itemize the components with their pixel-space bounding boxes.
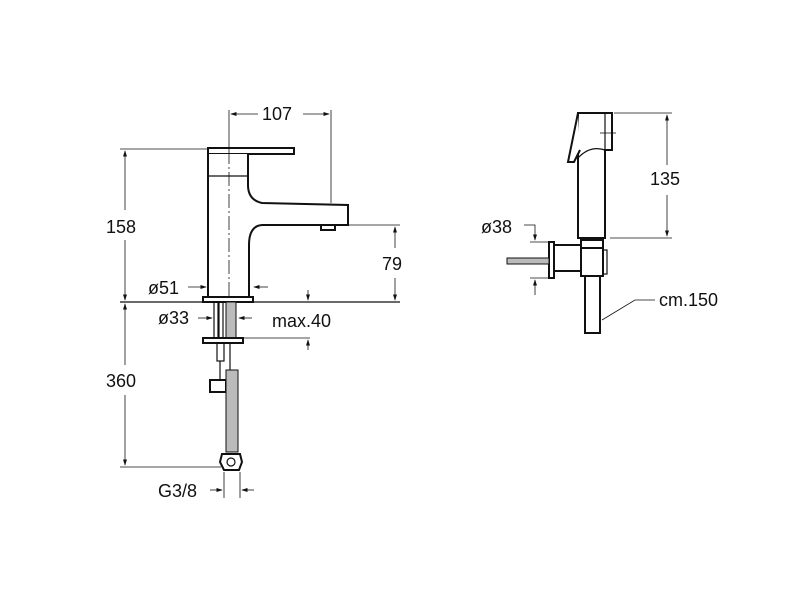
shanks (202, 301, 244, 471)
dim-height: 158 (106, 217, 136, 237)
trigger (566, 112, 581, 163)
dim-spout-height: 79 (382, 254, 402, 274)
dim-hose-length: 360 (106, 371, 136, 391)
faucet-body (207, 154, 349, 298)
basin-faucet: 107 158 79 ø51 ø33 max.40 360 G3/8 (106, 104, 402, 501)
bidet-handshower: 135 ø38 cm.150 (481, 112, 718, 334)
dim-handshower-height: 135 (650, 169, 680, 189)
faucet-lever (207, 147, 295, 155)
dim-spout-reach: 107 (262, 104, 292, 124)
dim-flange-diameter: ø38 (481, 217, 512, 237)
aerator (320, 224, 336, 231)
flexible-hose (225, 369, 239, 453)
shower-hose (584, 275, 601, 334)
dim-shank-diameter: ø33 (158, 308, 189, 328)
handshower-body (577, 112, 613, 239)
wall-plug (506, 257, 550, 265)
hose-nut (218, 453, 244, 471)
base-plate (202, 296, 254, 303)
dim-max-thickness: max.40 (272, 311, 331, 331)
dim-base-diameter: ø51 (148, 278, 179, 298)
dim-shower-hose-length: cm.150 (659, 290, 718, 310)
holder (580, 247, 604, 277)
dim-connection: G3/8 (158, 481, 197, 501)
wall-flange (548, 241, 555, 279)
